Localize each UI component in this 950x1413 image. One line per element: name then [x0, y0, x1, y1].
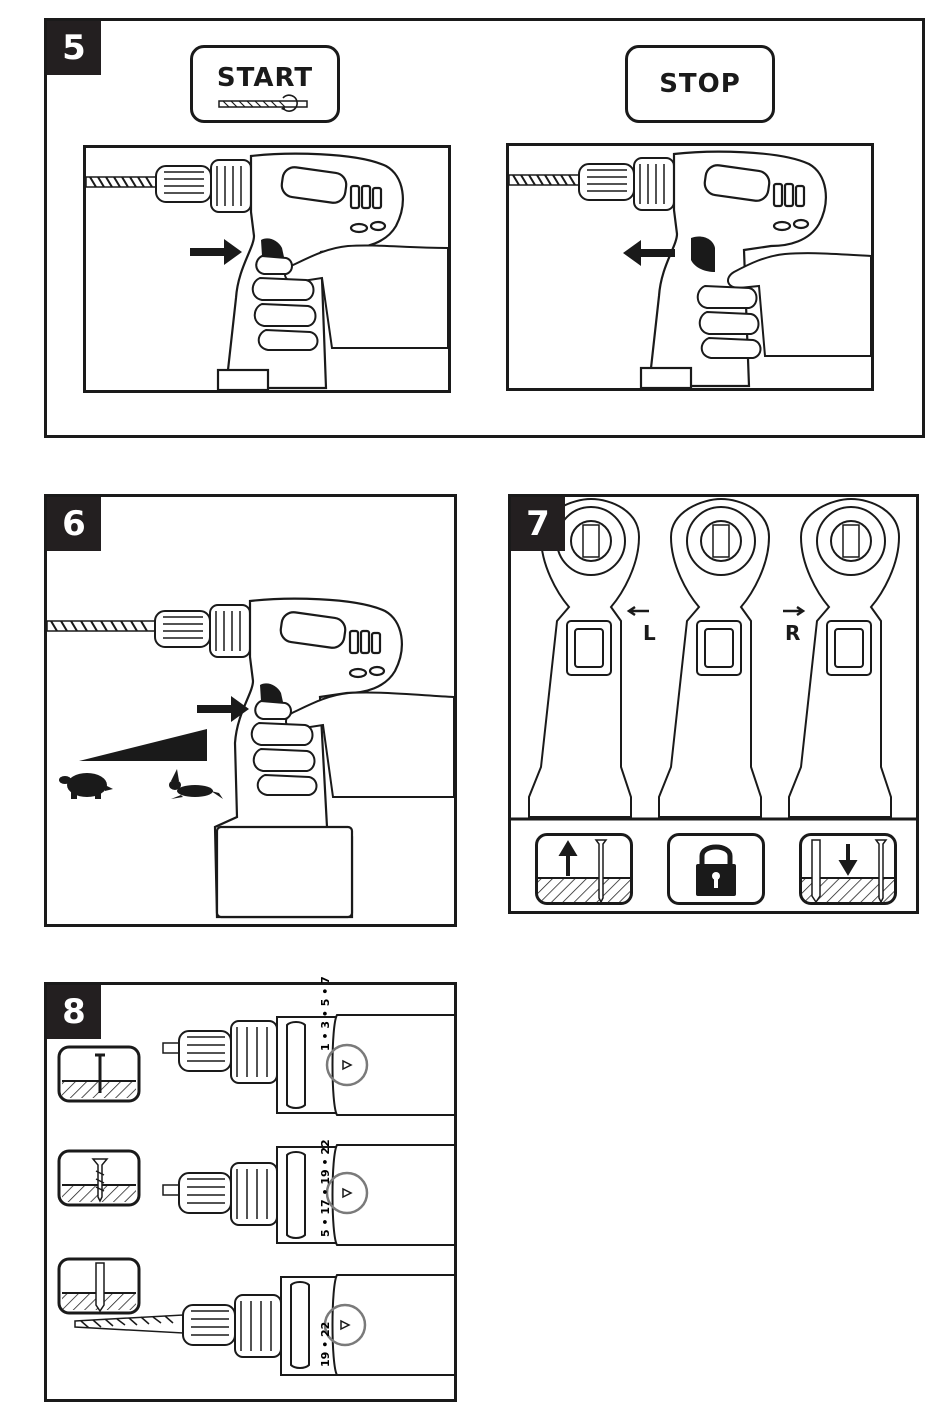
drill-bit-in-wood-icon [59, 1259, 139, 1313]
figure-number-5: 5 [47, 21, 101, 75]
drill-rear-view-right [789, 499, 899, 817]
scale-value: 5 [319, 1229, 332, 1237]
screw-in-wood-icon [59, 1151, 139, 1205]
figure-5-panel: 5 START STOP [44, 18, 925, 438]
variable-speed-illustration [47, 497, 454, 924]
drill-trigger-press-illustration [86, 148, 448, 390]
drill-chuck [155, 605, 250, 657]
figure-6-panel: 6 [44, 494, 457, 927]
figure-8-panel: 8 1 • 3 • 5 • 7 5 • 17 • 19 • 22 19 • 22 [44, 982, 457, 1402]
start-label-box: START [190, 45, 340, 123]
variable-speed-wedge [79, 729, 207, 761]
figure-number-7: 7 [511, 497, 565, 551]
screw-out-icon [535, 833, 633, 905]
start-label: START [217, 63, 313, 93]
right-arrow-icon [783, 607, 803, 615]
stop-label: STOP [659, 69, 741, 99]
drill-trigger-release-illustration [509, 146, 871, 388]
scale-value: 17 [319, 1199, 332, 1214]
screw-in-icon [799, 833, 897, 905]
scale-value: 19 [319, 1169, 332, 1184]
hare-icon [169, 769, 223, 799]
left-letter: L [643, 621, 656, 645]
drill-bit [86, 177, 158, 187]
figure-number-8: 8 [47, 985, 101, 1039]
right-letter: R [785, 621, 800, 645]
scale-value: 19 [319, 1352, 332, 1367]
tortoise-icon [59, 773, 113, 799]
torque-scale-row-3: 19 • 22 [319, 1322, 332, 1367]
drill-bit-rotation-icon [217, 94, 317, 114]
scale-value: 22 [319, 1322, 332, 1337]
drill-bit [47, 621, 159, 631]
stop-label-box: STOP [625, 45, 775, 123]
start-illustration-frame [83, 145, 451, 393]
left-arrow-icon [629, 607, 649, 615]
hand [252, 692, 454, 797]
torque-setting-illustration [47, 985, 454, 1399]
push-arrow-icon [190, 239, 242, 265]
drill-bit [509, 175, 581, 185]
hand [253, 245, 448, 350]
torque-scale-row-2: 5 • 17 • 19 • 22 [319, 1139, 332, 1237]
drill-row-1 [163, 1015, 454, 1115]
drill-row-2 [163, 1145, 454, 1245]
figure-7-panel: 7 L R [508, 494, 919, 914]
scale-value: 5 [319, 999, 332, 1007]
scale-value: 1 [319, 1043, 332, 1051]
lock-icon [667, 833, 765, 905]
scale-value: 7 [319, 976, 332, 984]
drill-chuck [579, 158, 674, 210]
nail-in-wood-icon [59, 1047, 139, 1101]
drill-rear-view-center [659, 499, 769, 817]
stop-illustration-frame [506, 143, 874, 391]
torque-scale-row-1: 1 • 3 • 5 • 7 [319, 976, 332, 1051]
scale-value: 22 [319, 1139, 332, 1154]
drill-chuck [156, 160, 251, 212]
scale-value: 3 [319, 1021, 332, 1029]
drill-rear-views [529, 499, 899, 817]
